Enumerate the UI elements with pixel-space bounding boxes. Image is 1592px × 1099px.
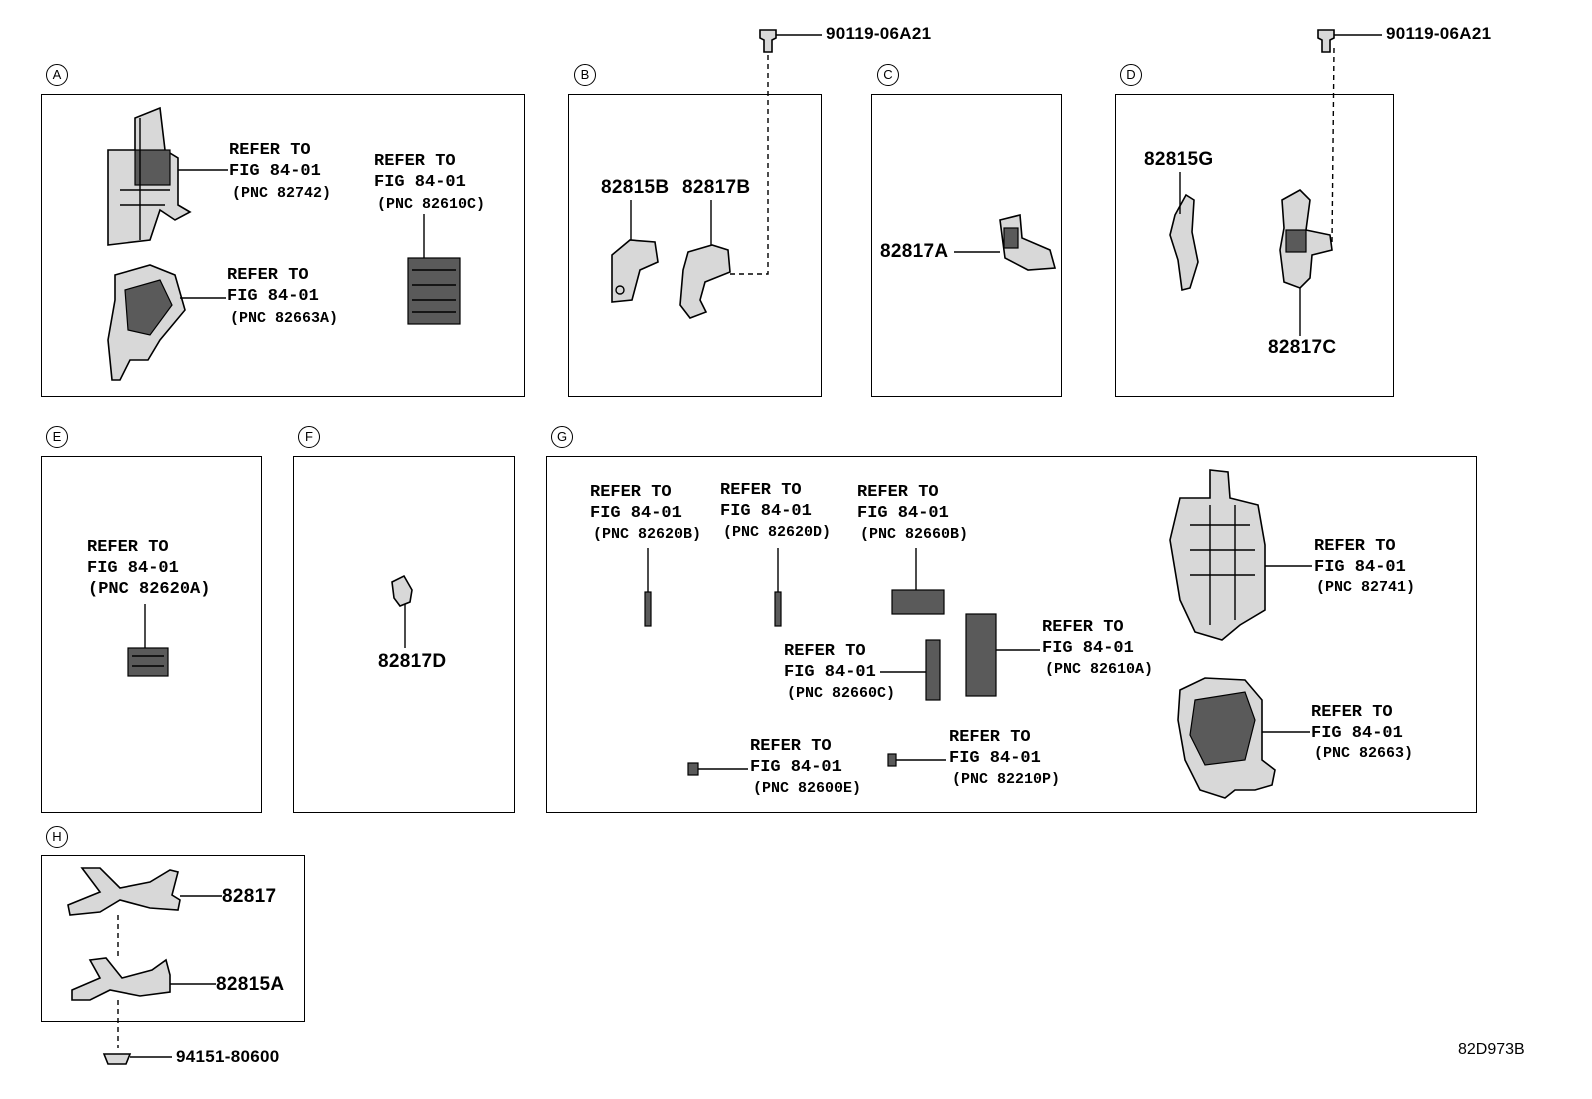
section-d-part1-label: 82815G: [1144, 149, 1214, 170]
section-h-part2-label: 82815A: [216, 974, 285, 995]
section-g-ref7-text: REFER TO FIG 84-01: [1311, 703, 1403, 743]
section-g-ref2-text: REFER TO FIG 84-01: [720, 481, 812, 521]
section-b-part1-label: 82815B: [601, 177, 670, 198]
section-g-panel: [546, 456, 1477, 813]
section-b-part2-label: 82817B: [682, 177, 751, 198]
section-e-panel: [41, 456, 262, 813]
section-g-ref5-pnc: (PNC 82610A): [1045, 661, 1154, 678]
section-g-ref1-pnc: (PNC 82620B): [593, 526, 702, 543]
section-g-ref9-pnc: (PNC 82210P): [952, 771, 1061, 788]
section-e-ref1-pnc: (PNC 82620A): [88, 580, 211, 599]
section-g-ref7-pnc: (PNC 82663): [1314, 745, 1414, 762]
section-d-marker: D: [1120, 64, 1142, 86]
section-f-panel: [293, 456, 515, 813]
section-a-ref1-text: REFER TO FIG 84-01: [229, 141, 321, 181]
section-g-ref3-text: REFER TO FIG 84-01: [857, 483, 949, 523]
diagram-code: 82D973B: [1458, 1041, 1525, 1058]
section-g-ref5-text: REFER TO FIG 84-01: [1042, 618, 1134, 658]
section-h-clip-label: 94151-80600: [176, 1047, 280, 1066]
section-g-ref9-text: REFER TO FIG 84-01: [949, 728, 1041, 768]
section-c-marker: C: [877, 64, 899, 86]
section-g-ref8-text: REFER TO FIG 84-01: [750, 737, 842, 777]
section-g-ref4-text: REFER TO FIG 84-01: [1314, 537, 1406, 577]
section-b-marker: B: [574, 64, 596, 86]
section-g-ref6-text: REFER TO FIG 84-01: [784, 642, 876, 682]
section-g-ref6-pnc: (PNC 82660C): [787, 685, 896, 702]
section-a-panel: [41, 94, 525, 397]
section-e-ref1-text: REFER TO FIG 84-01: [87, 538, 179, 578]
section-b-panel: [568, 94, 822, 397]
section-a-ref1-pnc: (PNC 82742): [232, 185, 332, 202]
clip-icon-h: [102, 1053, 132, 1065]
section-g-ref3-pnc: (PNC 82660B): [860, 526, 969, 543]
section-g-ref4-pnc: (PNC 82741): [1316, 579, 1416, 596]
section-g-ref1-text: REFER TO FIG 84-01: [590, 483, 682, 523]
section-h-panel: [41, 855, 305, 1022]
section-a-marker: A: [46, 64, 68, 86]
section-f-marker: F: [298, 426, 320, 448]
section-d-bolt-label: 90119-06A21: [1386, 24, 1492, 43]
section-g-ref8-pnc: (PNC 82600E): [753, 780, 862, 797]
section-h-part1-label: 82817: [222, 886, 277, 907]
section-c-part1-label: 82817A: [880, 241, 949, 262]
section-b-bolt-label: 90119-06A21: [826, 24, 932, 43]
bolt-icon-b: [759, 29, 777, 53]
section-a-ref2-text: REFER TO FIG 84-01: [227, 266, 319, 306]
bolt-icon-d: [1317, 29, 1335, 53]
section-a-ref3-text: REFER TO FIG 84-01: [374, 152, 466, 192]
section-e-marker: E: [46, 426, 68, 448]
section-h-marker: H: [46, 826, 68, 848]
section-d-panel: [1115, 94, 1394, 397]
section-a-ref2-pnc: (PNC 82663A): [230, 310, 339, 327]
section-c-panel: [871, 94, 1062, 397]
section-d-part2-label: 82817C: [1268, 337, 1337, 358]
section-g-marker: G: [551, 426, 573, 448]
section-g-ref2-pnc: (PNC 82620D): [723, 524, 832, 541]
section-f-part1-label: 82817D: [378, 651, 447, 672]
section-a-ref3-pnc: (PNC 82610C): [377, 196, 486, 213]
